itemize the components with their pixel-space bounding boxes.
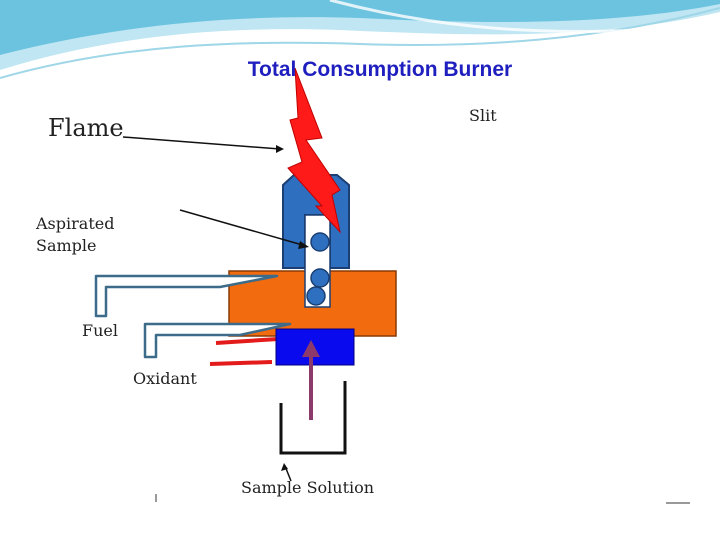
capillary-arrow — [302, 340, 320, 420]
flame-label: Flame — [48, 114, 124, 142]
fuel-label: Fuel — [82, 321, 118, 340]
sample-droplet — [306, 286, 326, 306]
flame-pointer — [122, 136, 284, 153]
aspirated-sample-label-line1: Aspirated — [36, 214, 115, 233]
nebulizer-block — [275, 328, 355, 366]
slide-title: Total Consumption Burner — [247, 58, 513, 81]
oxidant-tube — [143, 322, 292, 359]
sample-solution-pointer — [281, 463, 292, 482]
sample-droplet — [310, 268, 330, 288]
sample-droplet — [310, 232, 330, 252]
aspirated-sample-label-line2: Sample — [36, 236, 97, 255]
sample-solution-label: Sample Solution — [241, 478, 375, 497]
aspirated-sample-label: Aspirated Sample — [36, 213, 114, 257]
sample-container — [279, 381, 347, 455]
oxidant-gas-line — [209, 360, 273, 366]
flame — [287, 67, 341, 234]
fuel-gas-line — [215, 337, 279, 345]
header-wave-decoration — [0, 0, 720, 79]
fuel-tube — [94, 274, 279, 318]
oxidant-label: Oxidant — [133, 369, 197, 388]
slit-label: Slit — [469, 106, 497, 125]
aspirated-sample-pointer — [179, 209, 309, 249]
